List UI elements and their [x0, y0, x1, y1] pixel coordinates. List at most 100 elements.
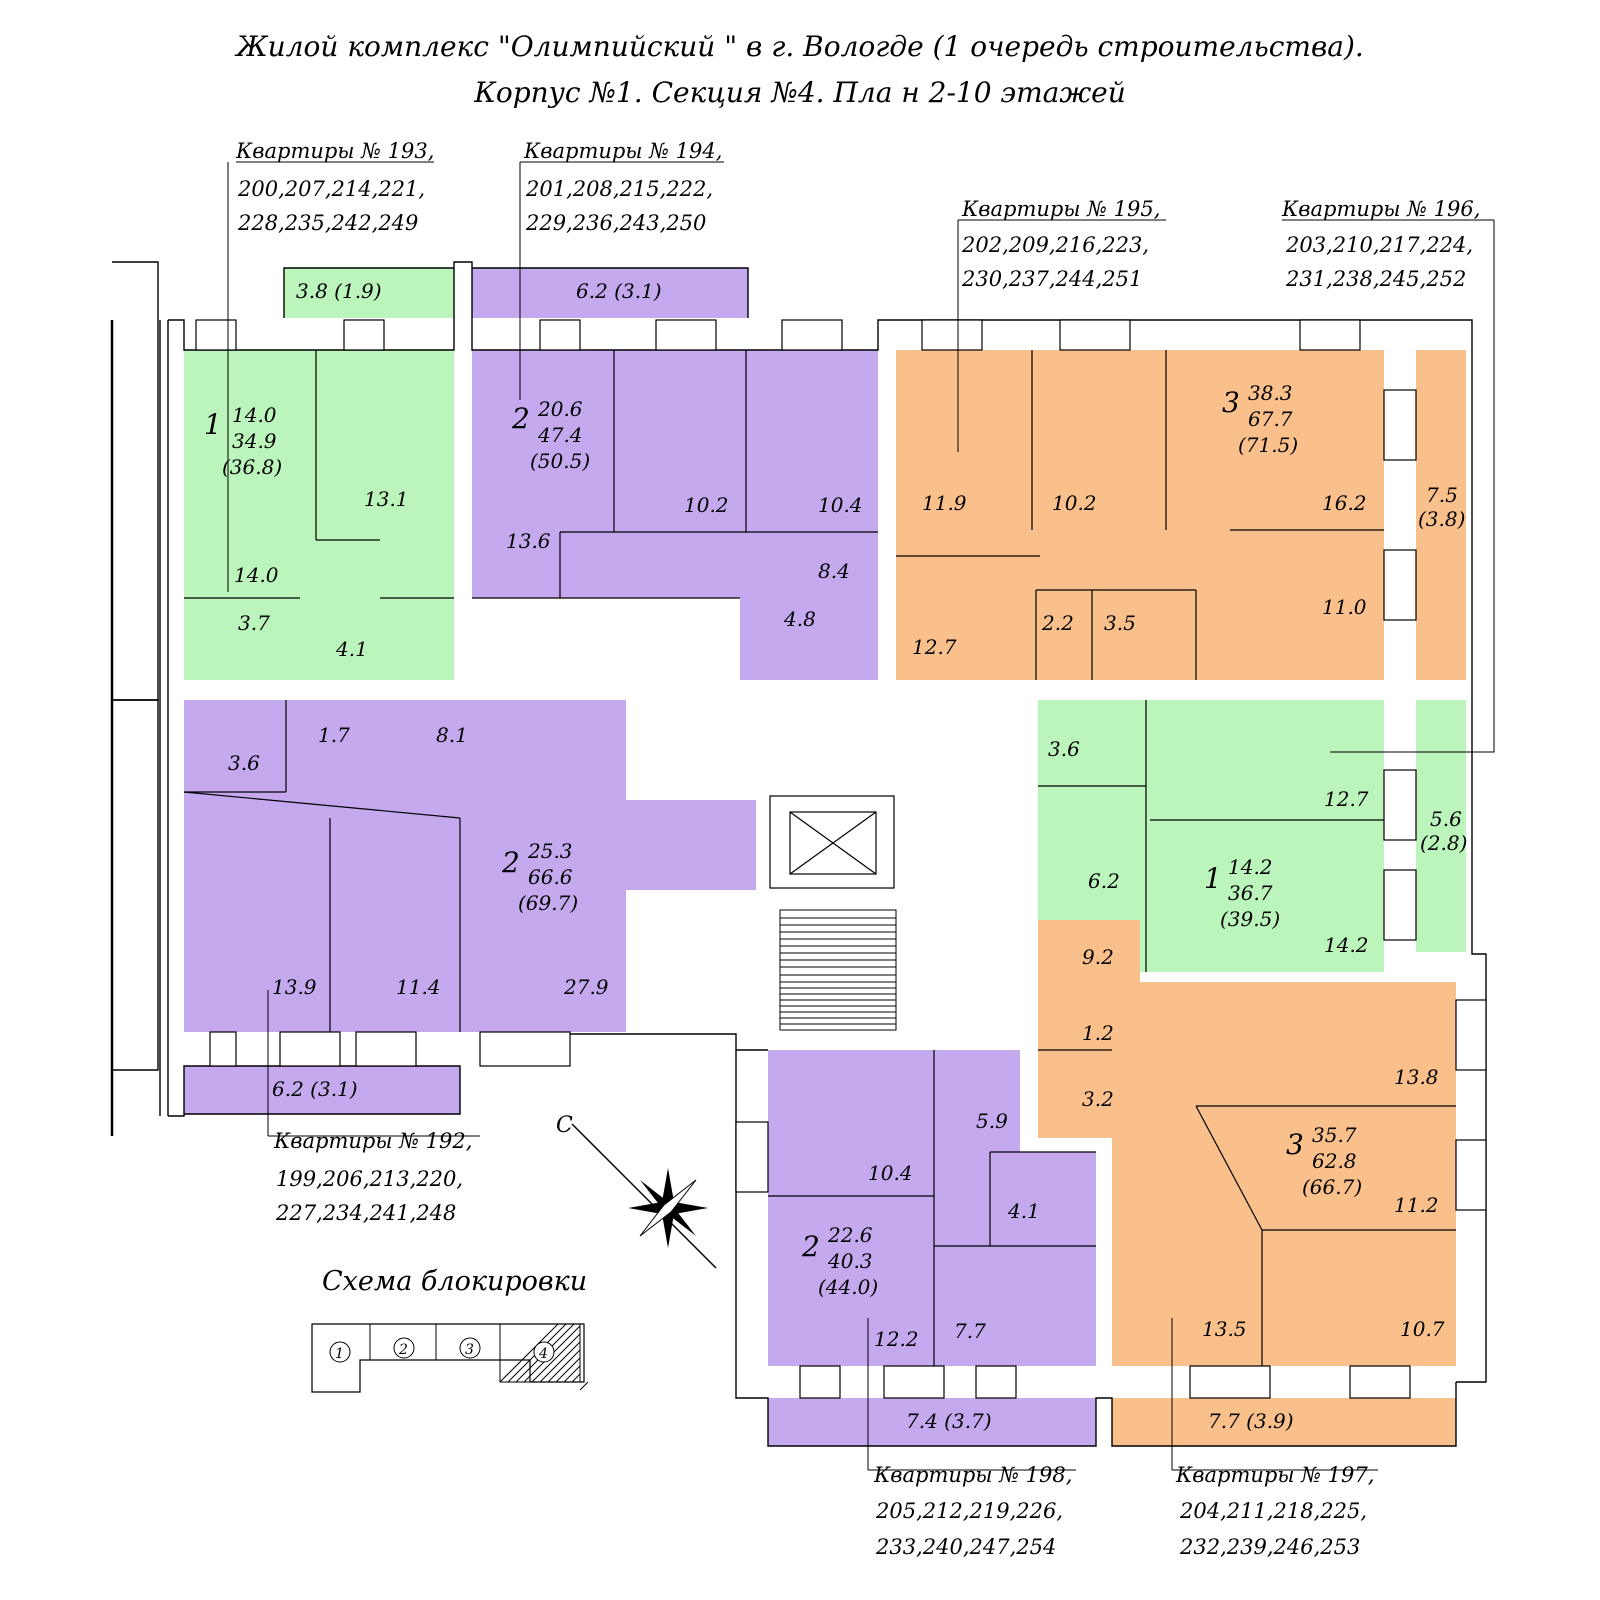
elevator-shaft	[769, 795, 895, 889]
room-193-balcony: 3.8 (1.9)	[296, 279, 382, 303]
total-195: 67.7	[1248, 407, 1293, 431]
balcony-total-197: (66.7)	[1302, 1175, 1362, 1199]
scheme-section-4: 4	[533, 1341, 555, 1363]
scheme-hatch-line	[571, 1373, 581, 1383]
apartment-193-fill	[184, 350, 454, 680]
leader-lines	[227, 161, 1495, 1471]
apartment-194-fill	[472, 350, 878, 598]
room-196-balcony-half: (2.8)	[1420, 831, 1467, 855]
rooms-192: 2	[501, 846, 520, 879]
room-192-room3: 27.9	[563, 975, 609, 999]
apartment-192-fill	[184, 700, 756, 1032]
group-194-line1: Квартиры № 194,	[523, 139, 722, 163]
scheme-hatch-line	[531, 1333, 581, 1383]
room-197-room1: 13.8	[1394, 1065, 1439, 1089]
apartment-group-192: Квартиры № 192, 199,206,213,220, 227,234…	[273, 1129, 472, 1225]
summary-198: 2 22.6 40.3 (44.0)	[801, 1223, 878, 1299]
room-196-kitchen: 12.7	[1324, 787, 1369, 811]
group-196-line1: Квартиры № 196,	[1281, 197, 1480, 221]
apartment-group-198: Квартиры № 198, 205,212,219,226, 233,240…	[873, 1463, 1072, 1559]
scheme-section-2-label: 2	[398, 1342, 408, 1358]
left-window-strip	[112, 261, 159, 701]
room-194-bath: 4.8	[783, 607, 816, 631]
rooms-194: 2	[511, 402, 530, 435]
apartment-198-fill	[768, 1050, 1096, 1366]
scheme-section-1-label: 1	[335, 1346, 344, 1362]
group-193-line3: 228,235,242,249	[237, 211, 418, 235]
room-193-hall: 4.1	[335, 637, 368, 661]
room-195-balcony-half: (3.8)	[1418, 507, 1465, 531]
top-balcony-193	[283, 267, 454, 318]
room-194-room1: 10.2	[684, 493, 729, 517]
scheme-section-3: 3	[459, 1337, 481, 1359]
group-197-line3: 232,239,246,253	[1179, 1535, 1360, 1559]
living-192: 25.3	[527, 839, 573, 863]
bottom-outer-wall	[735, 1049, 1457, 1447]
scheme-section-1: 1	[329, 1341, 351, 1363]
group-192-line2: 199,206,213,220,	[276, 1167, 463, 1191]
rooms-197: 3	[1286, 1128, 1304, 1161]
room-197-kitchen: 13.5	[1202, 1317, 1247, 1341]
room-193-kitchen: 13.1	[364, 487, 409, 511]
apartment-195-fill	[896, 350, 1384, 680]
balcony-total-198: (44.0)	[818, 1275, 878, 1299]
balcony-193-fill	[284, 268, 454, 318]
group-196-line2: 203,210,217,224,	[1285, 233, 1473, 257]
apartment-fills	[184, 268, 1466, 1446]
total-198: 40.3	[827, 1249, 873, 1273]
balcony-total-193: (36.8)	[222, 455, 282, 479]
room-197-room3: 10.7	[1400, 1317, 1445, 1341]
room-194-balcony: 6.2 (3.1)	[576, 279, 662, 303]
group-197-line1: Квартиры № 197,	[1175, 1463, 1374, 1487]
group-195-line2: 202,209,216,223,	[961, 233, 1149, 257]
scheme-hatch-line	[499, 1323, 559, 1383]
room-192-wc: 1.7	[318, 723, 350, 747]
room-195-hall: 12.7	[912, 635, 957, 659]
balcony-total-196: (39.5)	[1220, 907, 1280, 931]
room-195-bath: 3.5	[1104, 611, 1136, 635]
living-195: 38.3	[1248, 381, 1293, 405]
scheme-hatch-line	[555, 1357, 581, 1383]
group-193-line2: 200,207,214,221,	[237, 177, 425, 201]
room-198-bath: 4.1	[1007, 1199, 1040, 1223]
living-196: 14.2	[1228, 855, 1273, 879]
group-192-line1: Квартиры № 192,	[273, 1129, 472, 1153]
scheme-hatch-line	[563, 1365, 581, 1383]
room-198-room2: 12.2	[874, 1327, 919, 1351]
room-198-room1: 10.4	[868, 1161, 913, 1185]
room-197-balcony: 7.7 (3.9)	[1208, 1409, 1294, 1433]
room-195-wc: 2.2	[1041, 611, 1074, 635]
plan-title-line-2: Корпус №1. Секция №4. Пла н 2-10 этажей	[474, 76, 1126, 109]
total-196: 36.7	[1228, 881, 1273, 905]
balcony-196-fill	[1416, 700, 1466, 952]
rooms-193: 1	[204, 408, 222, 441]
total-197: 62.8	[1312, 1149, 1357, 1173]
scheme-title: Схема блокировки	[322, 1266, 587, 1297]
room-192-balcony: 6.2 (3.1)	[272, 1077, 358, 1101]
room-192-room2: 11.4	[396, 975, 441, 999]
total-192: 66.6	[528, 865, 573, 889]
group-198-line2: 205,212,219,226,	[875, 1499, 1063, 1523]
room-198-kitchen: 7.7	[954, 1319, 986, 1343]
apartment-194-bath-fill	[740, 598, 878, 680]
apartment-197-fill	[1038, 920, 1456, 1366]
plan-title-line-1: Жилой комплекс "Олимпийский " в г. Волог…	[236, 30, 1364, 63]
room-196-balcony: 5.6	[1430, 807, 1462, 831]
summary-192: 2 25.3 66.6 (69.7)	[501, 839, 578, 915]
room-192-bath: 3.6	[228, 751, 260, 775]
balcony-197-fill	[1112, 1398, 1456, 1446]
apartment-group-197: Квартиры № 197, 204,211,218,225, 232,239…	[1175, 1463, 1374, 1559]
compass-north-label: С	[556, 1113, 573, 1138]
room-197-hall: 9.2	[1082, 945, 1114, 969]
living-197: 35.7	[1312, 1123, 1357, 1147]
summary-194: 2 20.6 47.4 (50.5)	[511, 397, 590, 473]
summary-196: 1 14.2 36.7 (39.5)	[1204, 855, 1280, 931]
apartment-group-193: Квартиры № 193, 200,207,214,221, 228,235…	[235, 139, 434, 235]
partitions	[183, 350, 1456, 1366]
rooms-195: 3	[1222, 386, 1240, 419]
living-194: 20.6	[537, 397, 583, 421]
group-198-line3: 233,240,247,254	[875, 1535, 1056, 1559]
group-198-line1: Квартиры № 198,	[873, 1463, 1072, 1487]
room-193-bath: 3.7	[238, 611, 270, 635]
room-196-bath: 3.6	[1048, 737, 1080, 761]
